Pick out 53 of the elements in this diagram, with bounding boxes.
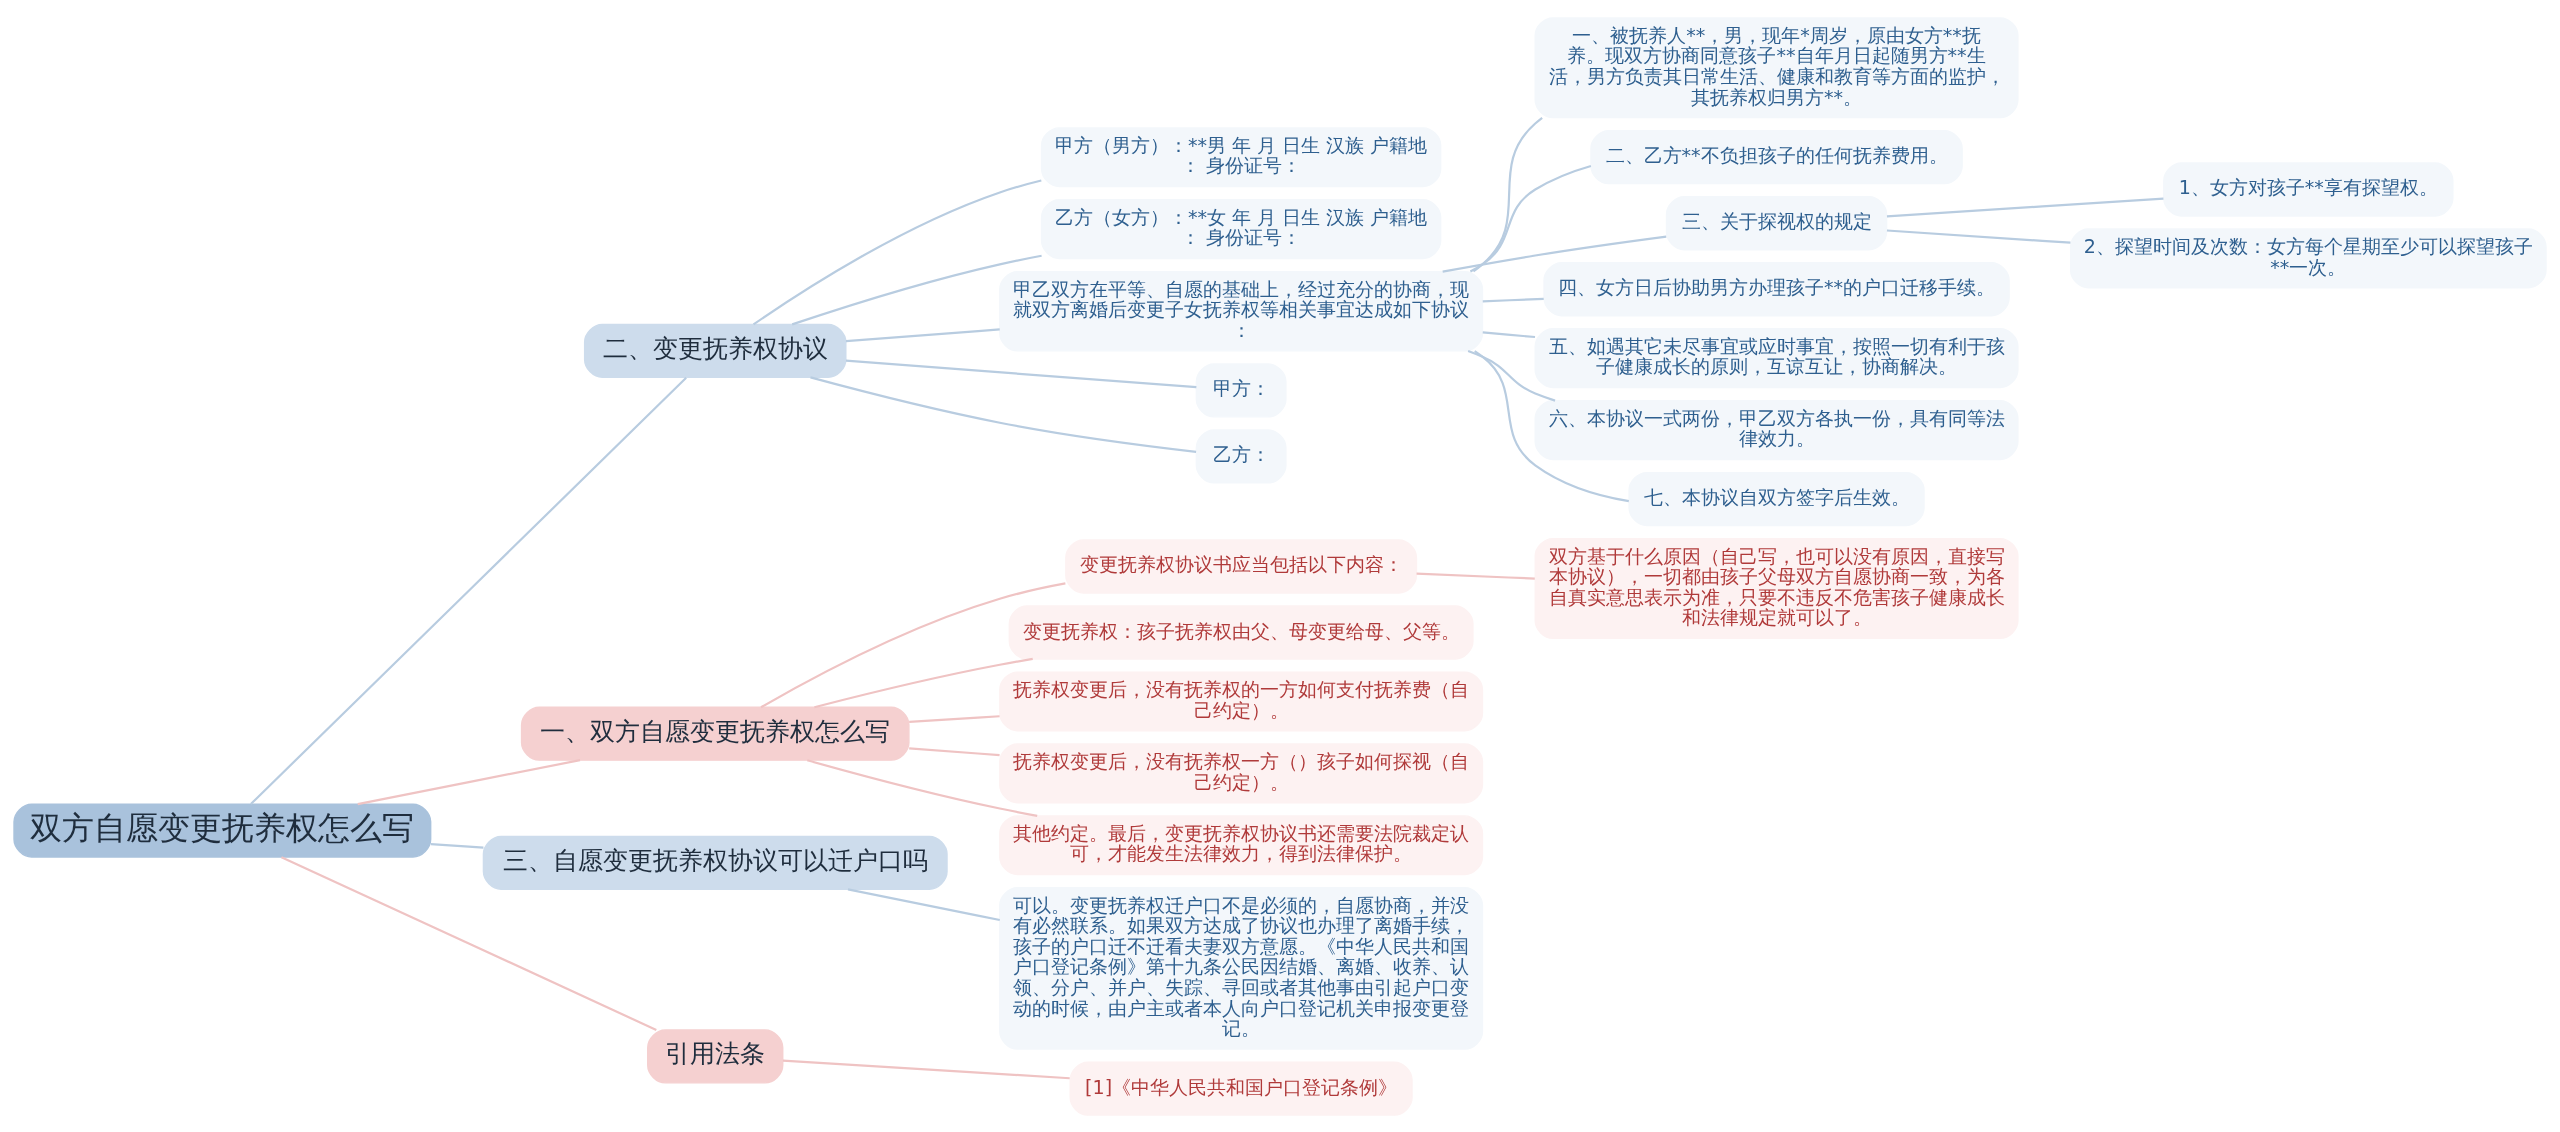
- node-box: 双方自愿变更抚养权怎么写: [13, 802, 432, 858]
- node-box: 一、被抚养人**，男，现年*周岁，原由女方**抚养。现双方协商同意孩子**自年月日起随男方**生活，男方负责其日常生活、健康和教育等方面的监护，其抚养权归男方**。: [1534, 16, 2019, 118]
- node-box: 抚养权变更后，没有抚养权一方（）孩子如何探视（自己约定）。: [999, 742, 1484, 803]
- node-box: 2、探望时间及次数：女方每个星期至少可以探望孩子**一次。: [2069, 227, 2547, 288]
- connector: [782, 1058, 1070, 1079]
- connector: [807, 758, 1038, 817]
- node-box: 双方基于什么原因（自己写，也可以没有原因，直接写本协议），一切都由孩子父母双方自愿协商一致，为各自真实意思表示为准，只要不违反不危害孩子健康成长和法律规定就可以了。: [1534, 537, 2019, 639]
- connector: [1472, 116, 1543, 272]
- node-box: [1]《中华人民共和国户口登记条例》: [1069, 1061, 1413, 1116]
- connector: [1482, 330, 1536, 338]
- connector: [814, 657, 1033, 708]
- connector: [845, 359, 1197, 388]
- connector: [281, 855, 657, 1031]
- connector: [847, 887, 1000, 921]
- connector: [1442, 235, 1667, 273]
- node-box: 二、变更抚养权协议: [583, 323, 847, 378]
- connector: [845, 327, 1000, 342]
- connector: [1469, 164, 1592, 272]
- connector: [909, 714, 1000, 723]
- connector: [250, 376, 687, 805]
- node-box: 其他约定。最后，变更抚养权协议书还需要法院裁定认可，才能发生法律效力，得到法律保护。: [999, 814, 1484, 875]
- connector: [1886, 197, 2164, 217]
- node-box: 变更抚养权：孩子抚养权由父、母变更给母、父等。: [1008, 604, 1474, 660]
- connector: [752, 178, 1042, 325]
- node-box: 乙方（女方）：**女 年 月 日生 汉族 户籍地： 身份证号：: [1040, 198, 1442, 259]
- connector: [1416, 572, 1535, 580]
- node-box: 三、关于探视权的规定: [1665, 195, 1888, 250]
- node-box: 乙方：: [1195, 428, 1287, 484]
- connector: [909, 746, 1000, 756]
- node-box: 抚养权变更后，没有抚养权的一方如何支付抚养费（自己约定）。: [999, 670, 1484, 732]
- node-box: 引用法条: [647, 1028, 784, 1084]
- node-box: 甲乙双方在平等、自愿的基础上，经过充分的协商，现就双方离婚后变更子女抚养权等相关事宜达成如下协议：: [999, 270, 1484, 352]
- node-box: 六、本协议一式两份，甲乙双方各执一份，具有同等法律效力。: [1534, 399, 2019, 460]
- node-box: 五、如遇其它未尽事宜或应时事宜，按照一切有利于孩子健康成长的原则，互谅互让，协商解决。: [1534, 327, 2019, 388]
- connector: [1482, 297, 1544, 302]
- node-box: 可以。变更抚养权迁户口不是必须的，自愿协商，并没有必然联系。如果双方达成了协议也办理了离婚手续，孩子的户口迁不迁看夫妻双方意愿。《中华人民共和国户口登记条例》第十九条公民因结婚、离婚、收养、认领、分户、并户、失踪、寻回或者其他事由引起户口变动的时候，由户主或者本人向户口登记机关申报变更登记。: [999, 886, 1484, 1050]
- connector: [791, 254, 1042, 325]
- connector: [810, 375, 1197, 453]
- node-box: 甲方：: [1195, 362, 1287, 418]
- connector: [1474, 349, 1629, 502]
- node-box: 二、乙方**不负担孩子的任何抚养费用。: [1590, 129, 1963, 184]
- node-box: 三、自愿变更抚养权协议可以迁户口吗: [482, 835, 948, 890]
- connector: [1467, 349, 1556, 402]
- node-box: 变更抚养权协议书应当包括以下内容：: [1065, 538, 1418, 594]
- node-box: 甲方（男方）：**男 年 月 日生 汉族 户籍地： 身份证号：: [1040, 126, 1442, 187]
- connector: [760, 581, 1066, 708]
- node-box: 1、女方对孩子**享有探望权。: [2163, 161, 2454, 217]
- node-box: 七、本协议自双方签字后生效。: [1628, 471, 1925, 526]
- node-box: 四、女方日后协助男方办理孩子**的户口迁移手续。: [1543, 261, 2010, 316]
- node-box: 一、双方自愿变更抚养权怎么写: [520, 706, 910, 761]
- connector: [430, 842, 484, 849]
- connector: [1886, 228, 2071, 244]
- connector: [357, 758, 581, 805]
